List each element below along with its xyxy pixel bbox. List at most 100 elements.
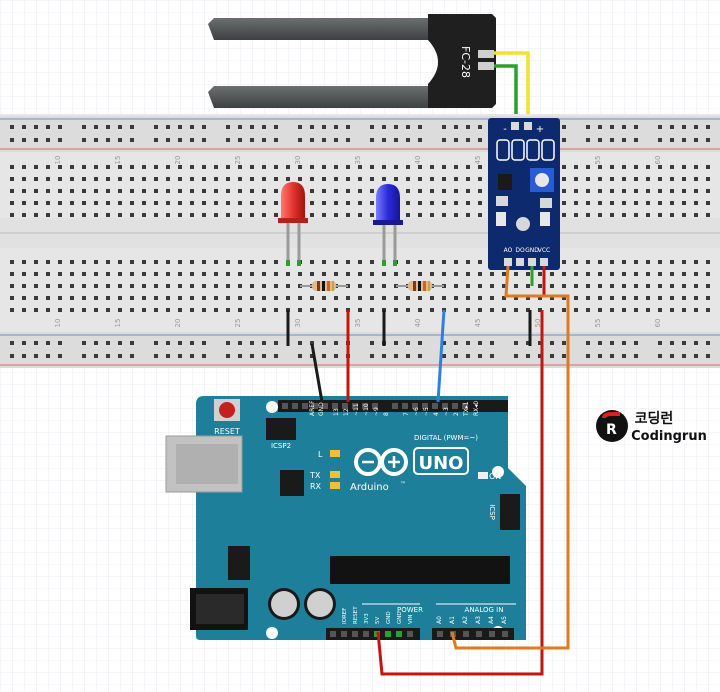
breadboard-hole[interactable] [682,341,686,345]
breadboard-hole[interactable] [142,260,146,264]
breadboard-hole[interactable] [178,341,182,345]
breadboard-hole[interactable] [130,213,134,217]
breadboard-hole[interactable] [406,213,410,217]
breadboard-hole[interactable] [58,177,62,181]
breadboard-hole[interactable] [58,260,62,264]
breadboard-hole[interactable] [382,284,386,288]
breadboard-hole[interactable] [34,189,38,193]
breadboard-hole[interactable] [190,260,194,264]
breadboard-hole[interactable] [226,125,230,129]
breadboard-hole[interactable] [238,284,242,288]
breadboard-hole[interactable] [634,272,638,276]
breadboard-hole[interactable] [238,308,242,312]
breadboard-hole[interactable] [382,272,386,276]
breadboard-hole[interactable] [34,165,38,169]
breadboard-hole[interactable] [286,165,290,169]
breadboard-hole[interactable] [574,284,578,288]
breadboard-hole[interactable] [202,260,206,264]
breadboard-hole[interactable] [130,138,134,142]
breadboard-hole[interactable] [238,189,242,193]
breadboard-hole[interactable] [46,341,50,345]
breadboard-hole[interactable] [22,284,26,288]
breadboard-hole[interactable] [646,260,650,264]
breadboard-hole[interactable] [382,296,386,300]
breadboard-hole[interactable] [562,260,566,264]
header-pin[interactable] [341,631,347,637]
breadboard-hole[interactable] [166,354,170,358]
breadboard-hole[interactable] [682,308,686,312]
breadboard-hole[interactable] [442,354,446,358]
breadboard-hole[interactable] [682,165,686,169]
breadboard-hole[interactable] [406,138,410,142]
breadboard-hole[interactable] [682,260,686,264]
breadboard-hole[interactable] [202,201,206,205]
header-pin[interactable] [385,631,391,637]
breadboard-hole[interactable] [622,165,626,169]
breadboard-hole[interactable] [310,138,314,142]
breadboard-hole[interactable] [154,272,158,276]
breadboard-hole[interactable] [250,296,254,300]
breadboard-hole[interactable] [358,272,362,276]
breadboard-hole[interactable] [106,341,110,345]
breadboard-hole[interactable] [442,201,446,205]
breadboard-hole[interactable] [610,296,614,300]
breadboard-hole[interactable] [442,341,446,345]
breadboard-hole[interactable] [178,213,182,217]
breadboard-hole[interactable] [706,354,710,358]
breadboard-hole[interactable] [178,272,182,276]
breadboard-hole[interactable] [418,165,422,169]
breadboard-hole[interactable] [706,308,710,312]
breadboard-hole[interactable] [646,272,650,276]
breadboard-hole[interactable] [166,189,170,193]
breadboard-hole[interactable] [670,177,674,181]
breadboard-hole[interactable] [586,138,590,142]
header-pin[interactable] [392,403,398,409]
breadboard-hole[interactable] [526,284,530,288]
breadboard-hole[interactable] [94,201,98,205]
breadboard-hole[interactable] [250,177,254,181]
breadboard-hole[interactable] [514,296,518,300]
breadboard-hole[interactable] [598,284,602,288]
breadboard-hole[interactable] [514,284,518,288]
breadboard-hole[interactable] [154,177,158,181]
breadboard-hole[interactable] [118,213,122,217]
breadboard-hole[interactable] [490,341,494,345]
breadboard-hole[interactable] [10,138,14,142]
breadboard-hole[interactable] [418,189,422,193]
breadboard-hole[interactable] [226,213,230,217]
header-pin[interactable] [452,403,458,409]
breadboard-hole[interactable] [346,201,350,205]
breadboard-hole[interactable] [610,284,614,288]
breadboard-hole[interactable] [658,260,662,264]
breadboard-hole[interactable] [154,296,158,300]
breadboard-hole[interactable] [142,201,146,205]
breadboard-hole[interactable] [262,284,266,288]
breadboard-hole[interactable] [118,272,122,276]
breadboard-hole[interactable] [406,165,410,169]
breadboard-hole[interactable] [418,272,422,276]
breadboard-hole[interactable] [466,296,470,300]
breadboard-hole[interactable] [118,341,122,345]
breadboard-hole[interactable] [70,213,74,217]
breadboard-hole[interactable] [634,213,638,217]
breadboard-hole[interactable] [526,308,530,312]
breadboard-hole[interactable] [214,284,218,288]
breadboard-hole[interactable] [142,284,146,288]
breadboard-hole[interactable] [226,296,230,300]
breadboard-hole[interactable] [250,125,254,129]
breadboard-hole[interactable] [262,296,266,300]
header-pin[interactable] [476,631,482,637]
breadboard-hole[interactable] [154,284,158,288]
breadboard-hole[interactable] [214,260,218,264]
breadboard-hole[interactable] [430,177,434,181]
breadboard-hole[interactable] [34,296,38,300]
breadboard-hole[interactable] [622,138,626,142]
breadboard-hole[interactable] [322,341,326,345]
breadboard-hole[interactable] [346,189,350,193]
breadboard-hole[interactable] [238,341,242,345]
breadboard-hole[interactable] [250,354,254,358]
breadboard-hole[interactable] [274,165,278,169]
breadboard-hole[interactable] [490,272,494,276]
breadboard-hole[interactable] [130,201,134,205]
breadboard-hole[interactable] [442,189,446,193]
